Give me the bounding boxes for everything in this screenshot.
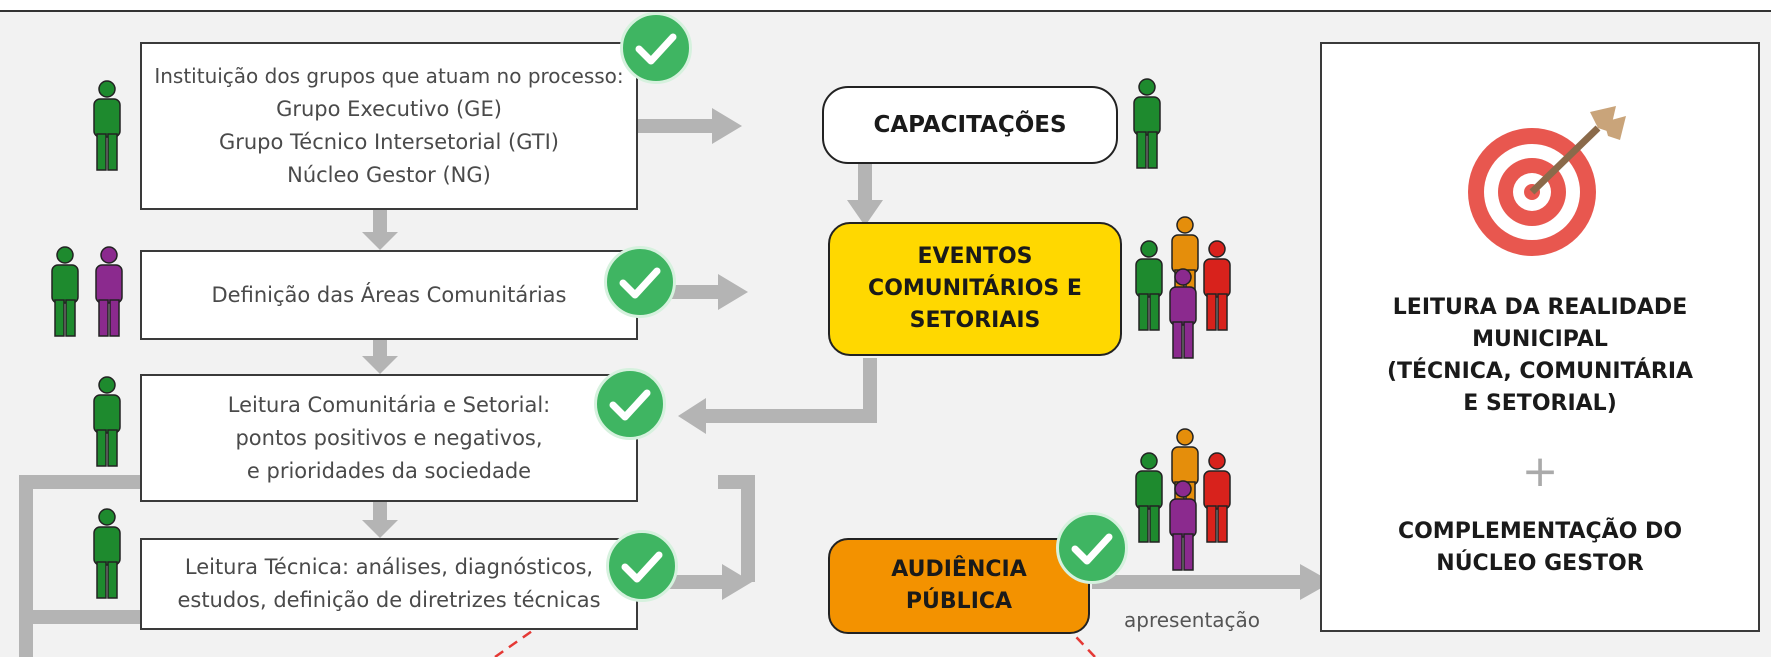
- person-icon: [51, 246, 79, 337]
- person-icon: [1133, 78, 1161, 169]
- result-heading-line: LEITURA DA REALIDADE: [1392, 295, 1688, 320]
- pill-hearing: AUDIÊNCIA PÚBLICA: [828, 538, 1090, 634]
- top-border: [0, 0, 1771, 12]
- target-icon: [1468, 106, 1626, 256]
- check-icon: [620, 12, 692, 84]
- box-institution-line: Núcleo Gestor (NG): [287, 163, 491, 187]
- pill-events: EVENTOS COMUNITÁRIOS E SETORIAIS: [828, 222, 1122, 356]
- result-heading-line: (TÉCNICA, COMUNITÁRIA: [1386, 359, 1694, 384]
- pill-events-line: EVENTOS: [917, 244, 1033, 269]
- box-institution-line: Grupo Executivo (GE): [276, 97, 502, 121]
- line-community-to-hearing: [718, 475, 755, 582]
- box-institution: Instituição dos grupos que atuam no proc…: [140, 42, 638, 210]
- edge-label-presentation: apresentação: [1124, 608, 1261, 632]
- check-icon: [604, 246, 676, 318]
- box-community-reading: Leitura Comunitária e Setorial: pontos p…: [140, 374, 638, 502]
- box-areas-label: Definição das Áreas Comunitárias: [211, 282, 567, 307]
- box-technical-reading: Leitura Técnica: análises, diagnósticos,…: [140, 538, 638, 630]
- check-icon: [1056, 512, 1128, 584]
- result-footer-line: COMPLEMENTAÇÃO DO: [1397, 519, 1683, 544]
- pill-hearing-line: PÚBLICA: [905, 589, 1013, 614]
- result-heading-line: E SETORIAL): [1463, 391, 1617, 416]
- person-icon: [93, 80, 121, 171]
- pill-events-line: SETORIAIS: [909, 308, 1041, 333]
- result-footer-line: NÚCLEO GESTOR: [1436, 551, 1644, 576]
- left-loop-line: [19, 475, 140, 657]
- pill-hearing-line: AUDIÊNCIA: [891, 557, 1027, 582]
- result-heading-line: MUNICIPAL: [1472, 327, 1608, 352]
- box-areas: Definição das Áreas Comunitárias: [140, 250, 638, 340]
- box-institution-line: Instituição dos grupos que atuam no proc…: [154, 64, 624, 88]
- box-institution-line: Grupo Técnico Intersetorial (GTI): [218, 130, 559, 154]
- box-technical-line: estudos, definição de diretrizes técnica…: [177, 588, 601, 612]
- person-icon: [95, 246, 123, 337]
- person-icon: [1203, 240, 1231, 331]
- check-icon: [606, 530, 678, 602]
- person-icon: [93, 508, 121, 599]
- box-community-line: Leitura Comunitária e Setorial:: [227, 392, 551, 417]
- person-icon: [1203, 452, 1231, 543]
- person-icon: [1169, 480, 1197, 571]
- plus-sign: +: [1521, 446, 1559, 497]
- arrow-events-to-community: [700, 358, 877, 423]
- person-icon: [1169, 268, 1197, 359]
- pill-events-line: COMUNITÁRIOS E: [868, 276, 1082, 301]
- box-community-line: e prioridades da sociedade: [246, 458, 532, 483]
- person-icon: [93, 376, 121, 467]
- pill-training: CAPACITAÇÕES: [822, 86, 1118, 164]
- person-icon: [1135, 452, 1163, 543]
- pill-training-label: CAPACITAÇÕES: [873, 112, 1067, 138]
- person-icon: [1135, 240, 1163, 331]
- result-panel: LEITURA DA REALIDADE MUNICIPAL (TÉCNICA,…: [1320, 42, 1760, 632]
- check-icon: [594, 368, 666, 440]
- box-community-line: pontos positivos e negativos,: [235, 425, 543, 450]
- box-technical-line: Leitura Técnica: análises, diagnósticos,: [184, 555, 594, 579]
